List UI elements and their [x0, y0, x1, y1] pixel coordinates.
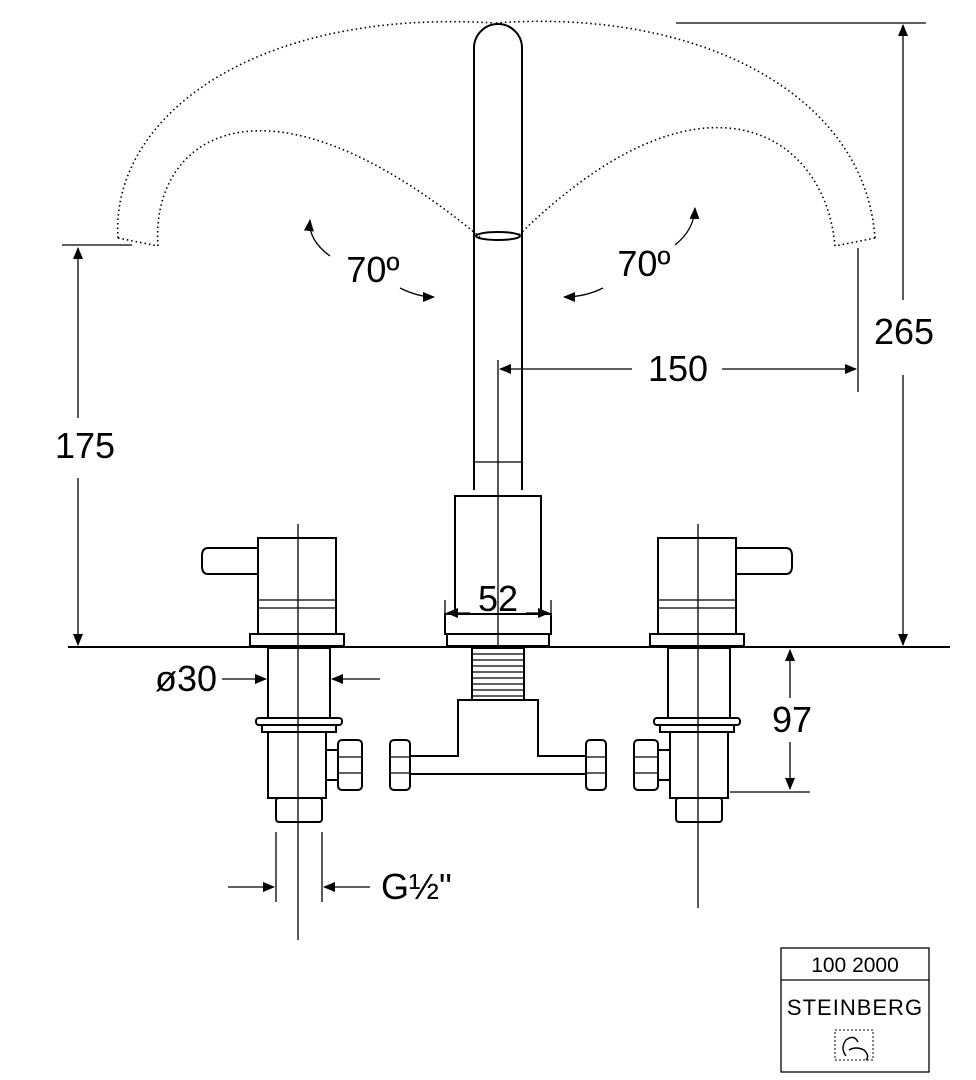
rotation-arrow-right — [563, 207, 700, 302]
hose-nut-left — [389, 739, 411, 791]
left-valve-handle — [201, 537, 345, 647]
dim-thread-size — [228, 832, 370, 902]
dim-handle-diameter-label: ø30 — [155, 658, 217, 699]
left-valve-shank — [255, 647, 363, 823]
article-number: 100 2000 — [811, 954, 899, 977]
right-valve-shank — [633, 647, 741, 823]
spout-swivel-right-outline — [494, 20, 876, 247]
dim-spout-height-label: 175 — [55, 425, 115, 466]
dim-body-width — [444, 600, 552, 624]
tee-connector — [407, 699, 589, 775]
rotation-arrow-left — [303, 219, 435, 302]
steinberg-logo-icon — [834, 1029, 874, 1061]
dim-reach-label: 150 — [648, 348, 708, 389]
right-valve-handle — [649, 537, 793, 647]
dim-total-height — [676, 22, 926, 648]
spout — [473, 23, 523, 490]
dim-body-width-label: 52 — [478, 578, 518, 619]
dim-thread-size-label: G½" — [381, 866, 452, 907]
dim-shank-length-label: 97 — [772, 699, 812, 740]
threaded-stud — [471, 647, 525, 701]
dim-spout-height — [62, 244, 132, 646]
rotation-right-label: 70º — [617, 243, 670, 284]
spout-swivel-left-outline — [116, 20, 496, 247]
rotation-left-label: 70º — [346, 249, 399, 290]
dim-shank-length — [730, 649, 810, 793]
brand-name: STEINBERG — [787, 995, 923, 1020]
hose-nut-right — [585, 739, 607, 791]
dim-total-height-label: 265 — [874, 311, 934, 352]
dim-reach — [499, 248, 859, 392]
title-block — [780, 947, 930, 1073]
